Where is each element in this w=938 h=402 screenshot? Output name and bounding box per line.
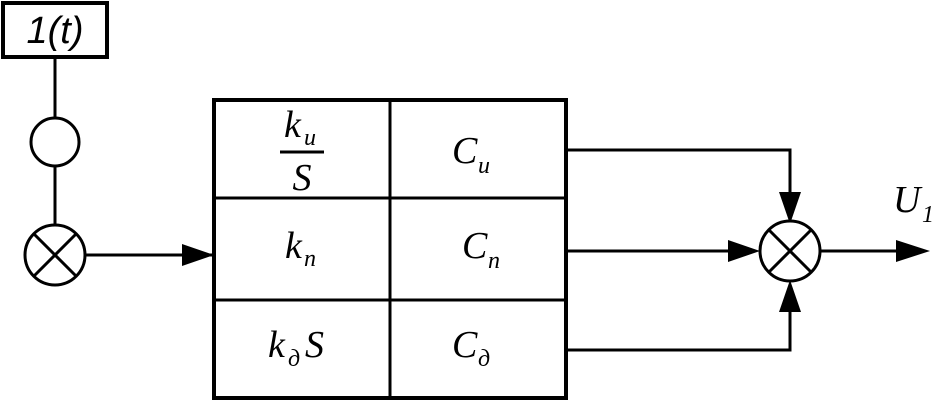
c-main-2: C [462,225,488,267]
k-den-1: S [293,157,312,199]
summing-junction-left [23,223,87,287]
k-suffix-3: S [305,324,324,366]
input-arrowhead [182,244,214,266]
arrowhead-row2 [728,240,760,262]
path-row1 [566,148,792,212]
cell-ki-over-s: k и S [280,104,324,199]
k-main-1: k [284,104,302,146]
cell-cd: C д [452,324,490,372]
cell-kp: k п [285,225,316,272]
output-label: U 1 [893,179,934,228]
output-sub: 1 [922,202,934,228]
k-main-2: k [285,225,303,267]
c-sub-1: и [478,153,490,179]
cell-cp: C п [462,225,500,274]
arrowhead-row3 [779,280,801,312]
transfer-node [29,116,81,168]
k-sub-3: д [288,346,300,372]
summing-junction-right [758,219,822,283]
output-main: U [893,179,923,221]
cell-kd-s: k д S [268,324,324,372]
c-main-1: C [452,130,478,172]
path-row3 [566,290,792,352]
k-sub-2: п [304,246,316,272]
c-main-3: C [452,324,478,366]
coefficient-table [212,98,568,400]
arrowhead-row1 [779,192,801,224]
c-sub-2: п [488,248,500,274]
cell-ci: C и [452,130,490,179]
source-label: 1(t) [27,10,84,52]
c-sub-3: д [478,346,490,372]
k-main-3: k [268,324,286,366]
k-sub-1: и [304,125,316,151]
output-arrowhead [896,240,930,262]
